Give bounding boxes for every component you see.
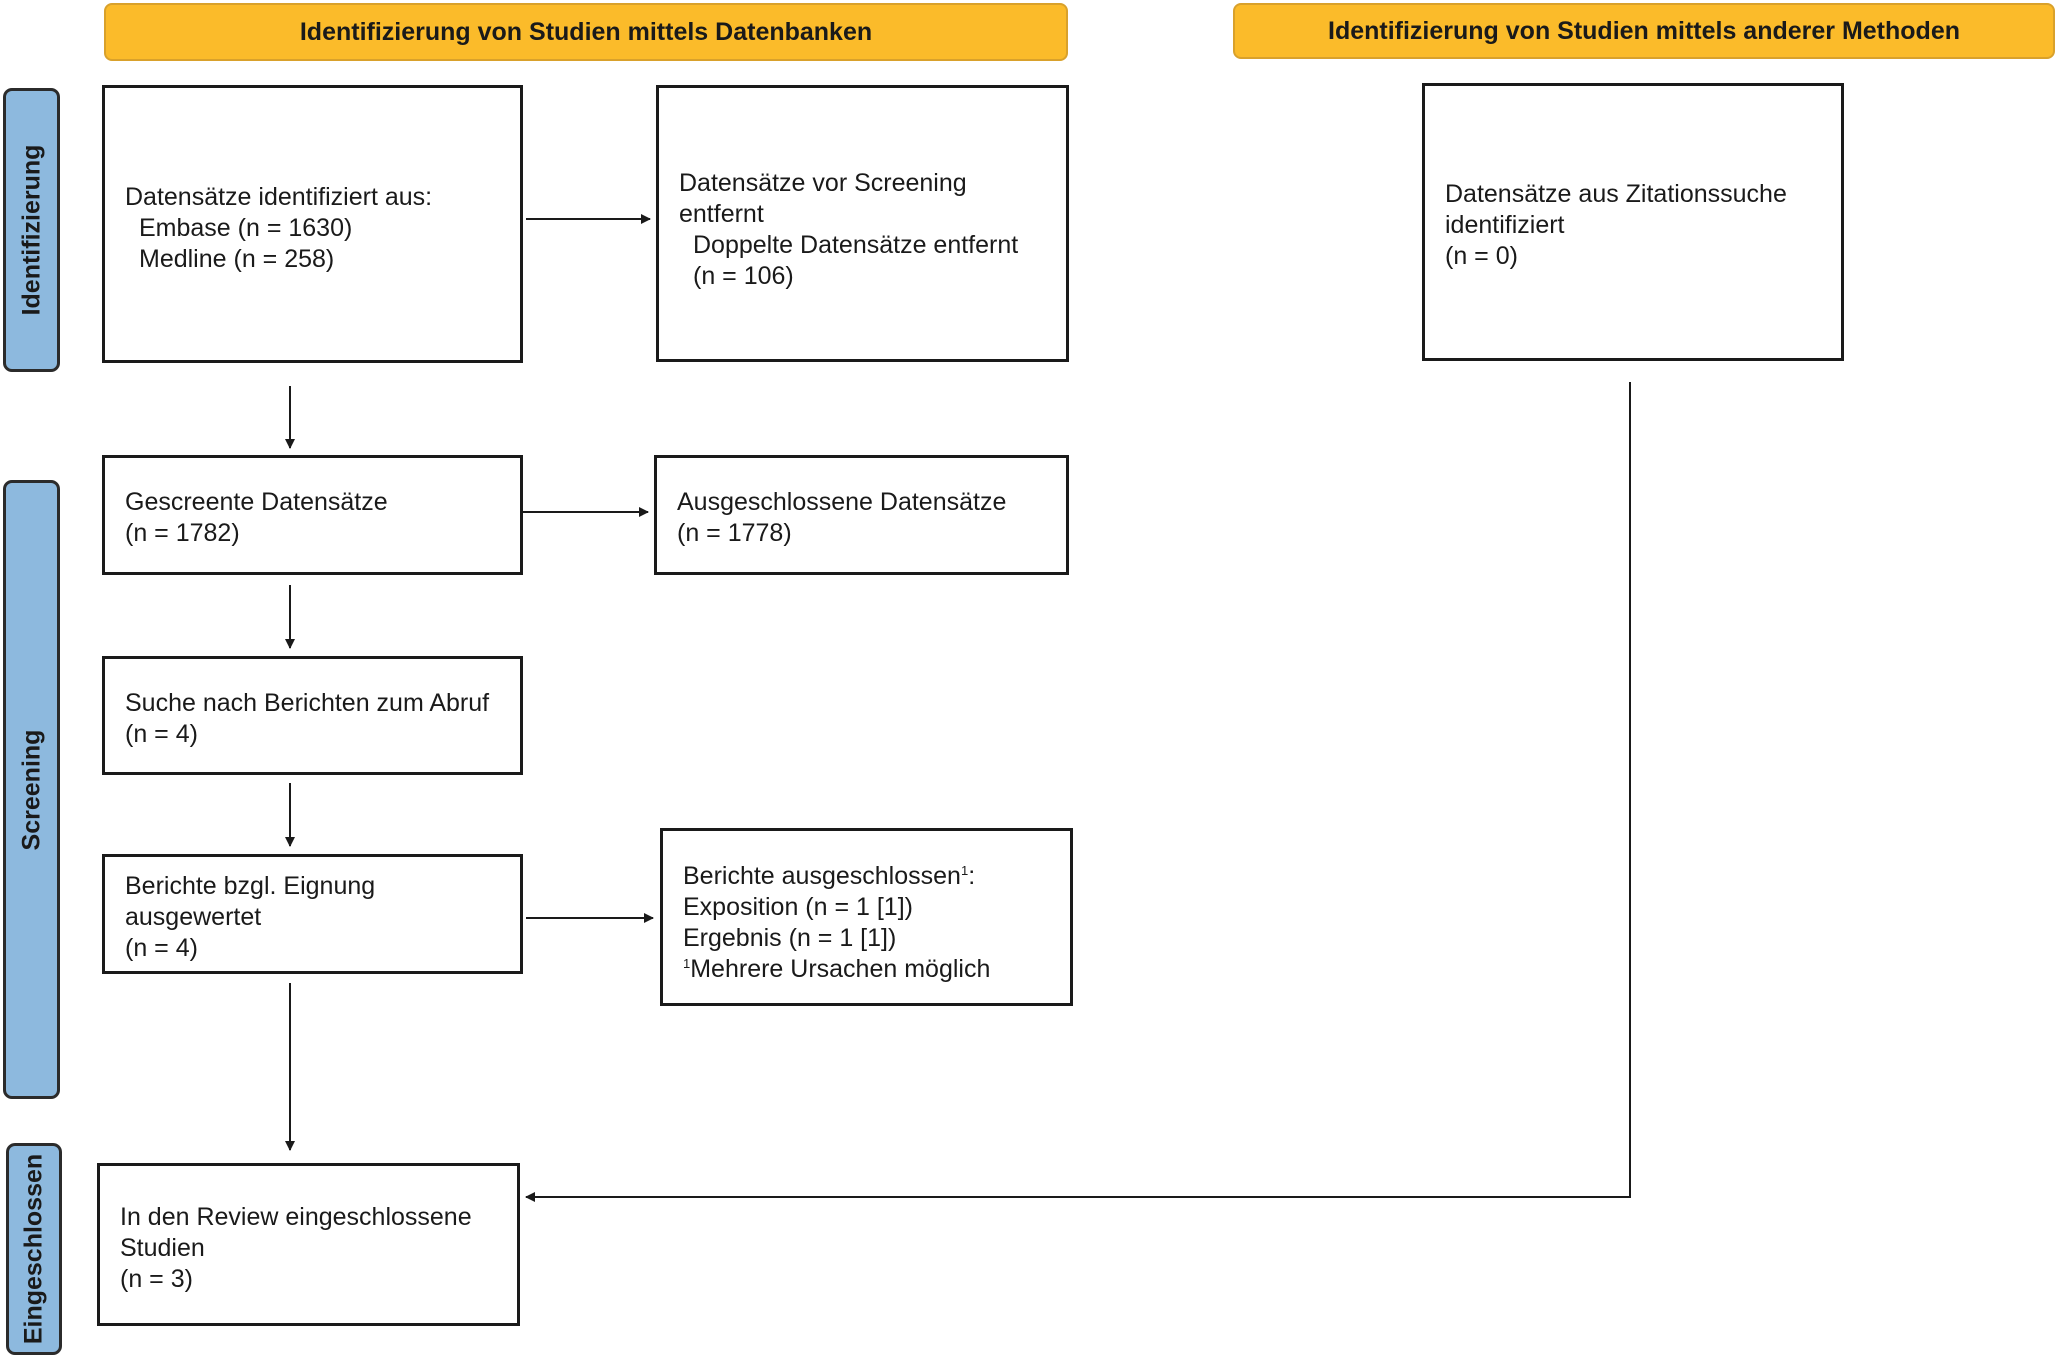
header-other-methods: Identifizierung von Studien mittels ande… — [1233, 3, 2055, 59]
reports-excluded-line-3: Ergebnis (n = 1 [1]) — [683, 924, 897, 952]
excluded-line-1: Ausgeschlossene Datensätze — [677, 488, 1007, 516]
footnote-sup: 1 — [683, 956, 691, 971]
box-records-removed: Datensätze vor Screening entfernt Doppel… — [656, 85, 1069, 362]
identified-line-3: Medline (n = 258) — [139, 245, 335, 273]
box-reports-assessed: Berichte bzgl. Eignung ausgewertet (n = … — [102, 854, 523, 974]
screened-line-1: Gescreente Datensätze — [125, 488, 388, 516]
assessed-line-2: ausgewertet — [125, 903, 262, 931]
identified-line-2: Embase (n = 1630) — [139, 214, 353, 242]
removed-line-4: (n = 106) — [693, 262, 794, 290]
box-records-excluded: Ausgeschlossene Datensätze (n = 1778) — [654, 455, 1069, 575]
box-records-identified: Datensätze identifiziert aus: Embase (n … — [102, 85, 523, 363]
sought-line-1: Suche nach Berichten zum Abruf — [125, 689, 490, 717]
identified-line-1: Datensätze identifiziert aus: — [125, 183, 433, 211]
header-databases: Identifizierung von Studien mittels Date… — [104, 3, 1068, 61]
phase-included: Eingeschlossen — [6, 1143, 62, 1355]
phase-screening: Screening — [3, 480, 60, 1099]
reports-excluded-line-1-text: Berichte ausgeschlossen — [683, 862, 961, 890]
phase-identification: Identifizierung — [3, 88, 60, 372]
box-citation-search: Datensätze aus Zitationssuche identifizi… — [1422, 83, 1844, 361]
removed-line-3: Doppelte Datensätze entfernt — [693, 231, 1019, 259]
box-studies-included: In den Review eingeschlossene Studien (n… — [97, 1163, 520, 1326]
citation-line-2: identifiziert — [1445, 211, 1565, 239]
included-line-1: In den Review eingeschlossene — [120, 1203, 472, 1231]
reports-excluded-line-1-suffix: : — [968, 862, 976, 890]
reports-excluded-line-1-sup: 1 — [960, 863, 969, 878]
screened-line-2: (n = 1782) — [125, 519, 240, 547]
box-records-screened: Gescreente Datensätze (n = 1782) — [102, 455, 523, 575]
assessed-line-1: Berichte bzgl. Eignung — [125, 872, 376, 900]
excluded-line-2: (n = 1778) — [677, 519, 792, 547]
reports-excluded-line-1: Berichte ausgeschlossen1: — [683, 861, 1070, 892]
included-line-2: Studien — [120, 1234, 205, 1262]
assessed-line-3: (n = 4) — [125, 934, 198, 962]
included-line-3: (n = 3) — [120, 1265, 193, 1293]
citation-line-1: Datensätze aus Zitationssuche — [1445, 180, 1787, 208]
box-reports-sought: Suche nach Berichten zum Abruf (n = 4) — [102, 656, 523, 775]
header-other-methods-label: Identifizierung von Studien mittels ande… — [1328, 16, 1960, 45]
reports-excluded-line-2: Exposition (n = 1 [1]) — [683, 893, 913, 921]
sought-line-2: (n = 4) — [125, 720, 198, 748]
citation-line-3: (n = 0) — [1445, 242, 1518, 270]
header-databases-label: Identifizierung von Studien mittels Date… — [299, 17, 873, 46]
arrow-citation-to-included — [525, 382, 1631, 1202]
box-reports-excluded: Berichte ausgeschlossen1: Exposition (n … — [660, 828, 1073, 1006]
footnote-text: Mehrere Ursachen möglich — [690, 955, 991, 983]
removed-line-1: Datensätze vor Screening — [679, 169, 967, 197]
removed-line-2: entfernt — [679, 200, 764, 228]
reports-excluded-footnote: 1Mehrere Ursachen möglich — [683, 954, 1070, 985]
